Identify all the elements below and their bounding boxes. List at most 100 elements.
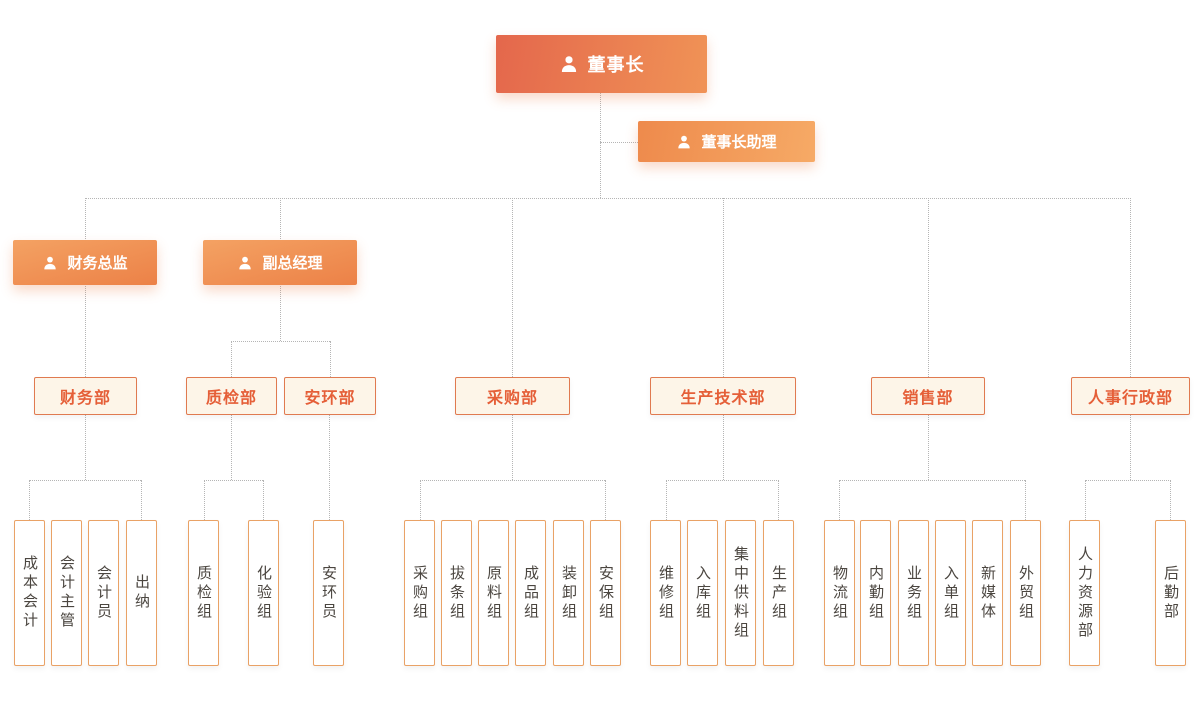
connector-line xyxy=(263,480,264,520)
node-dept-production-tech[interactable]: 生产技术部 xyxy=(650,377,796,415)
connector-line xyxy=(231,415,232,480)
connector-line xyxy=(600,142,638,143)
node-dept-hr-admin[interactable]: 人事行政部 xyxy=(1071,377,1190,415)
node-label: 维修组 xyxy=(657,564,674,622)
node-label: 业务组 xyxy=(905,564,922,622)
node-leaf-raw-material-group[interactable]: 原料组 xyxy=(478,520,509,666)
node-label: 人事行政部 xyxy=(1087,390,1173,407)
node-label: 会计主管 xyxy=(58,555,75,631)
connector-line xyxy=(666,480,779,481)
node-leaf-logistics-group[interactable]: 物流组 xyxy=(824,520,855,666)
connector-line xyxy=(839,480,1025,481)
connector-line xyxy=(512,198,513,377)
node-label: 内勤组 xyxy=(867,564,884,622)
connector-line xyxy=(666,480,667,520)
node-leaf-office-support-group[interactable]: 内勤组 xyxy=(860,520,891,666)
node-chairman-assistant[interactable]: 董事长助理 xyxy=(638,121,815,162)
person-icon xyxy=(44,256,57,269)
node-dept-sales[interactable]: 销售部 xyxy=(871,377,985,415)
node-leaf-loading-group[interactable]: 装卸组 xyxy=(553,520,584,666)
node-leaf-accounting-supervisor[interactable]: 会计主管 xyxy=(51,520,82,666)
node-leaf-safety-officer[interactable]: 安环员 xyxy=(313,520,344,666)
node-dept-quality[interactable]: 质检部 xyxy=(186,377,277,415)
connector-line xyxy=(723,198,724,377)
node-label: 安环部 xyxy=(304,390,356,407)
node-label: 装卸组 xyxy=(560,564,577,622)
node-label: 拔条组 xyxy=(448,564,465,622)
node-label: 安环员 xyxy=(320,564,337,622)
node-label: 入单组 xyxy=(942,564,959,622)
node-label: 采购部 xyxy=(486,390,538,407)
node-chairman[interactable]: 董事长 xyxy=(496,35,707,93)
node-leaf-accountant[interactable]: 会计员 xyxy=(88,520,119,666)
node-label: 化验组 xyxy=(255,564,272,622)
node-dept-procurement[interactable]: 采购部 xyxy=(455,377,570,415)
node-label: 物流组 xyxy=(831,564,848,622)
node-label: 副总经理 xyxy=(262,255,323,272)
node-leaf-procurement-group[interactable]: 采购组 xyxy=(404,520,435,666)
node-leaf-quality-inspection-group[interactable]: 质检组 xyxy=(188,520,219,666)
connector-line xyxy=(204,480,263,481)
node-leaf-central-feeding-group[interactable]: 集中供料组 xyxy=(725,520,756,666)
node-leaf-new-media[interactable]: 新媒体 xyxy=(972,520,1003,666)
node-dept-finance[interactable]: 财务部 xyxy=(34,377,137,415)
node-label: 人力资源部 xyxy=(1076,545,1093,641)
node-leaf-cost-accounting[interactable]: 成本会计 xyxy=(14,520,45,666)
node-label: 集中供料组 xyxy=(732,545,749,641)
node-leaf-logistics-support[interactable]: 后勤部 xyxy=(1155,520,1186,666)
person-icon xyxy=(239,256,252,269)
node-deputy-general-manager[interactable]: 副总经理 xyxy=(203,240,357,285)
node-leaf-lab-test-group[interactable]: 化验组 xyxy=(248,520,279,666)
connector-line xyxy=(723,415,724,480)
node-leaf-business-group[interactable]: 业务组 xyxy=(898,520,929,666)
node-leaf-production-group[interactable]: 生产组 xyxy=(763,520,794,666)
connector-line xyxy=(1085,480,1171,481)
node-label: 后勤部 xyxy=(1162,564,1179,622)
node-leaf-finished-goods-group[interactable]: 成品组 xyxy=(515,520,546,666)
connector-line xyxy=(1170,480,1171,520)
connector-line xyxy=(512,415,513,480)
connector-line xyxy=(928,198,929,377)
connector-line xyxy=(778,480,779,520)
connector-line xyxy=(420,480,605,481)
connector-line xyxy=(141,480,142,520)
node-dept-safety-env[interactable]: 安环部 xyxy=(284,377,376,415)
node-leaf-human-resources[interactable]: 人力资源部 xyxy=(1069,520,1100,666)
connector-line xyxy=(29,480,30,520)
node-label: 原料组 xyxy=(485,564,502,622)
node-leaf-strip-group[interactable]: 拔条组 xyxy=(441,520,472,666)
node-leaf-warehousing-group[interactable]: 入库组 xyxy=(687,520,718,666)
connector-line xyxy=(1130,198,1131,377)
node-label: 生产组 xyxy=(770,564,787,622)
node-label: 安保组 xyxy=(597,564,614,622)
node-leaf-order-entry-group[interactable]: 入单组 xyxy=(935,520,966,666)
node-label: 董事长 xyxy=(587,55,645,75)
node-leaf-maintenance-group[interactable]: 维修组 xyxy=(650,520,681,666)
person-icon xyxy=(561,56,576,72)
node-finance-director[interactable]: 财务总监 xyxy=(13,240,157,285)
node-label: 会计员 xyxy=(95,564,112,622)
connector-line xyxy=(204,480,205,520)
connector-line xyxy=(329,415,330,520)
node-label: 入库组 xyxy=(694,564,711,622)
node-label: 生产技术部 xyxy=(680,390,766,407)
node-label: 成品组 xyxy=(522,564,539,622)
connector-line xyxy=(330,341,331,377)
node-label: 财务总监 xyxy=(67,255,128,272)
connector-line xyxy=(29,480,141,481)
node-label: 新媒体 xyxy=(979,564,996,622)
connector-line xyxy=(1130,415,1131,480)
node-label: 董事长助理 xyxy=(701,134,777,151)
connector-line xyxy=(1085,480,1086,520)
node-leaf-cashier[interactable]: 出纳 xyxy=(126,520,157,666)
node-label: 出纳 xyxy=(133,574,150,612)
node-label: 质检部 xyxy=(205,390,257,407)
connector-line xyxy=(605,480,606,520)
connector-line xyxy=(85,415,86,480)
node-label: 财务部 xyxy=(59,390,111,407)
connector-line xyxy=(600,93,601,198)
connector-line xyxy=(420,480,421,520)
node-leaf-security-group[interactable]: 安保组 xyxy=(590,520,621,666)
node-leaf-foreign-trade-group[interactable]: 外贸组 xyxy=(1010,520,1041,666)
